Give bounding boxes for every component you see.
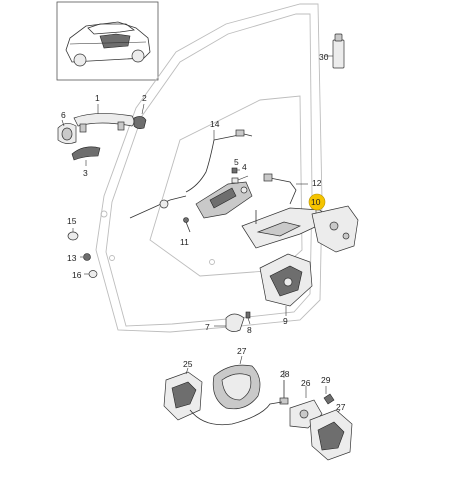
highlight-badge[interactable] [308,193,326,211]
label-14: 14 [210,119,220,129]
part-13-nut [80,253,91,261]
part-27-lock-lower [309,409,353,461]
label-27-top: 27 [237,346,247,356]
callout-10-highlight[interactable]: 10 [308,193,326,211]
label-26: 26 [301,378,311,388]
label-25: 25 [183,359,193,369]
label-29: 29 [321,375,331,385]
label-15: 15 [67,216,77,226]
label-10[interactable]: 10 [311,197,321,207]
label-27-bottom: 27 [336,402,346,412]
label-6: 6 [61,110,66,120]
callout-labels: 30 1 2 6 3 14 5 4 12 11 15 13 16 9 7 8 2… [61,52,346,412]
part-29-clip [323,386,335,405]
part-16-clip [84,270,98,278]
label-11: 11 [180,237,189,247]
label-30: 30 [319,52,329,62]
label-12: 12 [312,178,322,188]
label-9: 9 [283,316,288,326]
label-5: 5 [234,157,239,167]
label-4: 4 [242,162,247,172]
label-16: 16 [72,270,82,280]
label-28: 28 [280,369,290,379]
label-2: 2 [142,93,147,103]
part-9-door-lock [259,253,313,316]
part-2-trim [133,103,147,129]
part-8-screw [245,311,251,325]
part-15-plug [67,228,79,241]
latch-plate [311,205,359,253]
label-13: 13 [67,253,77,263]
cable-loop [189,401,283,426]
part-4-5-lock-assembly [195,167,253,219]
part-27-seal-top [212,355,261,410]
part-11-screw [129,195,191,233]
part-25-actuator [163,367,203,421]
part-6-cap [57,119,77,144]
label-1: 1 [95,93,100,103]
vehicle-thumbnail [56,1,159,81]
part-1-outer-handle [73,104,135,133]
part-14-cable [185,129,253,193]
part-30-spray-can [324,33,345,69]
part-12-rod [263,173,308,205]
label-7: 7 [205,322,210,332]
label-3: 3 [83,168,88,178]
part-28-rod [279,370,289,405]
part-7-bracket [214,313,245,332]
part-3-handle-base [71,146,101,166]
label-8: 8 [247,325,252,335]
